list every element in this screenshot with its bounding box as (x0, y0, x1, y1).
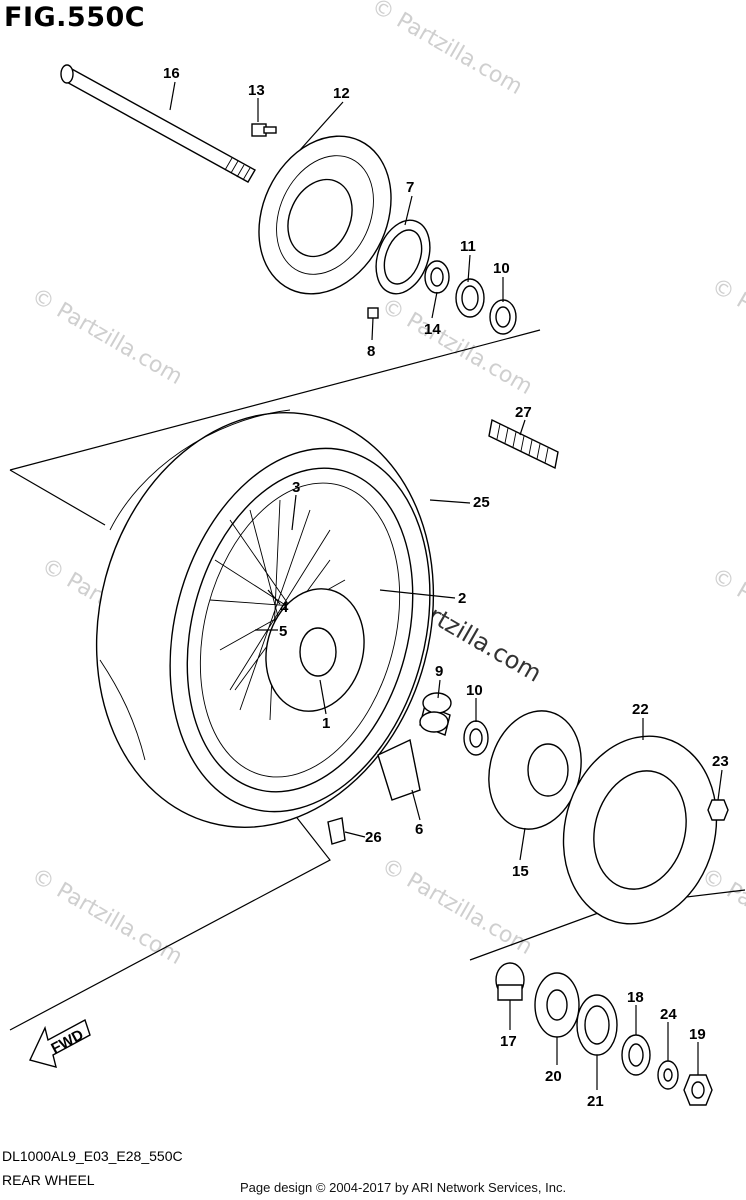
callout-18: 18 (627, 989, 644, 1006)
figure-code: DL1000AL9_E03_E28_550C (2, 1148, 183, 1164)
bolt-13 (251, 123, 277, 137)
balance-weight-27 (488, 418, 559, 470)
sensor-ring-7 (375, 219, 431, 295)
watermark: © Partzilla.com (697, 864, 746, 971)
nut-19 (683, 1074, 713, 1106)
bearing-20 (534, 972, 580, 1038)
sprocket-carrier-15 (488, 710, 582, 830)
watermark: © Partzilla.com (27, 864, 187, 971)
callout-15: 15 (512, 863, 529, 880)
spacer-9 (419, 692, 452, 736)
callout-23: 23 (712, 753, 729, 770)
callout-4: 4 (280, 599, 289, 616)
callout-8: 8 (367, 343, 375, 360)
spacer-18 (621, 1034, 651, 1076)
collar-14 (424, 260, 450, 294)
watermark: © Partzilla.com (27, 284, 187, 391)
fwd-arrow: FWD (29, 1018, 91, 1068)
brake-disc-12 (258, 135, 392, 295)
callout-22: 22 (632, 701, 649, 718)
callout-3: 3 (292, 479, 300, 496)
nut-23 (707, 799, 729, 821)
copyright-notice: Page design © 2004-2017 by ARI Network S… (240, 1180, 567, 1195)
seal-11 (455, 278, 485, 318)
callout-7: 7 (406, 179, 414, 196)
callout-12: 12 (333, 85, 350, 102)
valve-26 (327, 817, 346, 845)
bearing-10-lower (463, 720, 489, 756)
callout-27: 27 (515, 404, 532, 421)
callout-14: 14 (424, 321, 441, 338)
callout-24: 24 (660, 1006, 677, 1023)
collar-17 (495, 962, 525, 1001)
seal-21 (576, 994, 618, 1056)
sprocket-22 (562, 735, 718, 925)
callout-25: 25 (473, 494, 490, 511)
damper-6 (377, 738, 421, 801)
callout-11: 11 (460, 238, 476, 255)
callout-21: 21 (587, 1093, 604, 1110)
callout-9: 9 (435, 663, 443, 680)
callout-26: 26 (365, 829, 382, 846)
figure-title: FIG.550C (4, 2, 146, 33)
callout-5: 5 (279, 623, 287, 640)
callouts: 16 13 12 7 11 10 14 8 27 3 25 2 4 5 9 10… (163, 65, 729, 1110)
callout-16: 16 (163, 65, 180, 82)
callout-6: 6 (415, 821, 423, 838)
callout-17: 17 (500, 1033, 517, 1050)
watermark: © Partzilla.com (707, 274, 746, 381)
watermark: © Partzilla.com (367, 0, 527, 100)
bolt-8 (367, 307, 379, 319)
washer-24 (657, 1060, 679, 1090)
callout-1: 1 (322, 715, 330, 732)
leader-lines (169, 81, 723, 1090)
callout-19: 19 (689, 1026, 706, 1043)
callout-13: 13 (248, 82, 265, 99)
callout-10: 10 (493, 260, 510, 277)
axle-16 (60, 64, 256, 183)
callout-2: 2 (458, 590, 466, 607)
hub-1 (265, 588, 365, 712)
callout-20: 20 (545, 1068, 562, 1085)
watermark: © Partzilla.com (707, 564, 746, 671)
figure-name: REAR WHEEL (2, 1172, 95, 1188)
callout-10-lower: 10 (466, 682, 483, 699)
bearing-10 (489, 299, 517, 335)
